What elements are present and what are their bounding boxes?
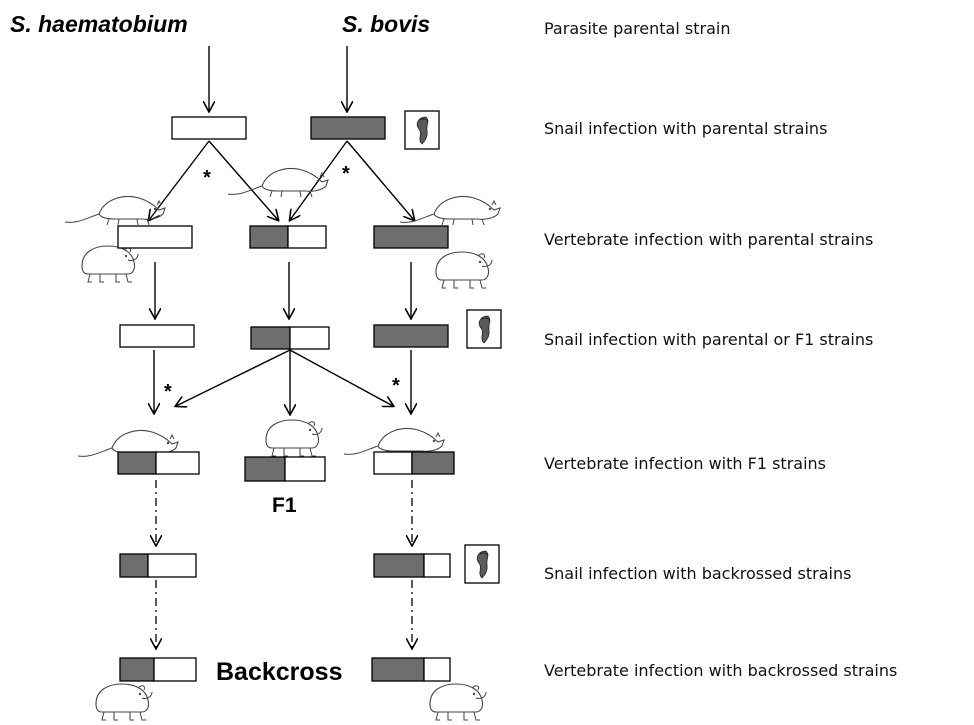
strain-box-bc-final-right-white (423, 657, 451, 682)
rodent-icon (95, 683, 153, 721)
rodent-icon (435, 251, 493, 289)
strain-box-bc-left-gray (117, 451, 157, 475)
strain-box-haematobium-snail-2 (119, 324, 195, 348)
parent-label-left: S. haematobium (10, 11, 188, 37)
step-label-4: Snail infection with parental or F1 stra… (544, 330, 873, 349)
asterisk-3: * (164, 381, 172, 403)
snail-icon (404, 110, 440, 150)
strain-box-bc-snail-right-gray (373, 553, 425, 578)
strain-box-f1-left (244, 456, 286, 482)
step-label-7: Vertebrate infection with backrossed str… (544, 661, 897, 680)
strain-box-bc-snail-left-white (147, 553, 197, 578)
f1-label: F1 (272, 494, 297, 517)
strain-box-f1-right (284, 456, 326, 482)
strain-box-bc-final-left-white (153, 657, 197, 682)
strain-box-haematobium-snail (171, 116, 247, 140)
strain-box-bc-final-right-gray (371, 657, 425, 682)
strain-box-hybrid-vertebrate-left (249, 225, 289, 249)
step-label-5: Vertebrate infection with F1 strains (544, 454, 826, 473)
asterisk-1: * (203, 167, 211, 189)
step-label-3: Vertebrate infection with parental strai… (544, 230, 873, 249)
rodent-icon (81, 245, 139, 283)
strain-box-bc-left-white (155, 451, 200, 475)
asterisk-4: * (392, 375, 400, 397)
strain-box-bovis-snail-2 (373, 324, 449, 348)
arrow-d (346, 140, 414, 220)
arrow-a (149, 140, 210, 220)
strain-box-bc-right-gray (411, 451, 455, 475)
step-label-6: Snail infection with backrossed strains (544, 564, 851, 583)
snail-icon (464, 544, 500, 584)
step-label-2: Snail infection with parental strains (544, 119, 827, 138)
rodent-icon (227, 168, 329, 198)
rodent-icon (399, 196, 501, 226)
step-label-1: Parasite parental strain (544, 19, 730, 38)
strain-box-bovis-snail (310, 116, 386, 140)
strain-box-haematobium-vertebrate (117, 225, 193, 249)
arrow-b (208, 140, 278, 220)
strain-box-f1-snail-right (289, 326, 330, 350)
strain-box-hybrid-vertebrate-right (287, 225, 327, 249)
asterisk-2: * (342, 163, 350, 185)
strain-box-f1-snail-left (250, 326, 291, 350)
strain-box-bc-final-left-gray (119, 657, 155, 682)
arrow-k (289, 349, 393, 406)
snail-icon (466, 309, 502, 349)
backcross-label: Backcross (216, 658, 342, 686)
strain-box-bc-right-white (373, 451, 413, 475)
rodent-icon (64, 196, 166, 226)
strain-box-bc-snail-right-white (423, 553, 451, 578)
rodent-icon (265, 419, 323, 457)
parent-label-right: S. bovis (342, 11, 430, 37)
strain-box-bovis-vertebrate (373, 225, 449, 249)
strain-box-bc-snail-left-gray (119, 553, 149, 578)
arrow-i (176, 349, 291, 406)
rodent-icon (429, 683, 487, 721)
